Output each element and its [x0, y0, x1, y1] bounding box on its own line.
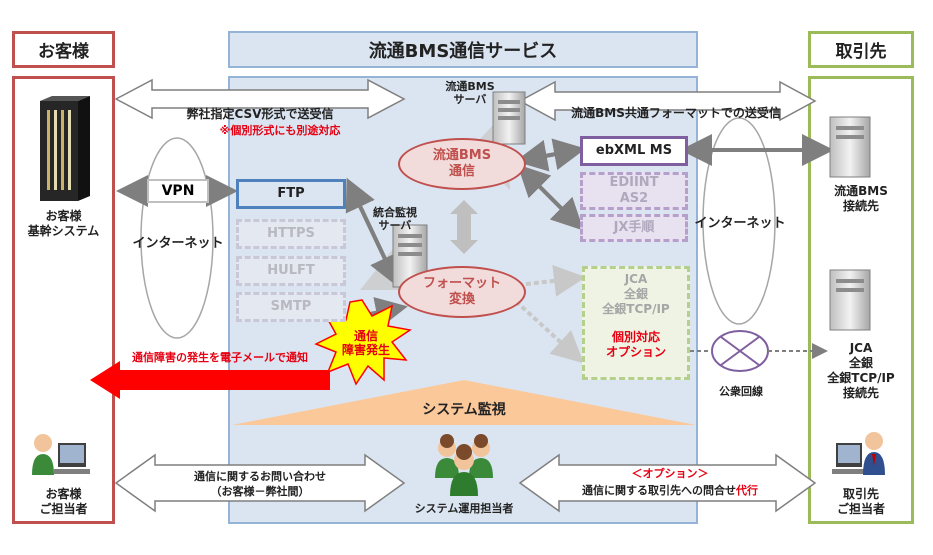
csv-exchange-label: 弊社指定CSV形式で送受信 [186, 107, 334, 121]
internet-cloud-right [702, 117, 776, 325]
individual-format-note: ※個別形式にも別途対応 [219, 124, 341, 137]
customer-header: お客様 [12, 31, 115, 68]
jca-option-box [582, 266, 690, 380]
mainframe-icon [40, 96, 90, 201]
hulft-protocol-box: HULFT [236, 256, 346, 286]
jx-protocol-box: JX手順 [580, 214, 688, 242]
internet-left-label: インターネット [132, 236, 224, 251]
partner-header: 取引先 [808, 31, 914, 68]
ftp-protocol-box: FTP [236, 179, 346, 209]
email-notice-label: 通信障害の発生を電子メールで通知 [132, 351, 308, 364]
format-conversion-ellipse: フォーマット変換 [398, 266, 526, 318]
operators-icon [435, 434, 493, 496]
system-monitor-label: システム監視 [422, 402, 506, 418]
csv-exchange-arrow [114, 78, 406, 120]
service-header: 流通BMS通信サービス [228, 31, 698, 68]
failure-label: 通信障害発生 [341, 329, 390, 357]
bms-format-exchange-arrow [518, 80, 817, 122]
inquiry-arrow-left [114, 453, 406, 513]
partner-person-label: 取引先ご担当者 [836, 487, 885, 516]
inquiry-right-label: 通信に関する取引先への問合せ代行 [582, 484, 758, 497]
smtp-protocol-box: SMTP [236, 292, 346, 322]
system-monitor-triangle [232, 380, 696, 425]
option-tag: ＜オプション＞ [631, 467, 709, 480]
inquiry-arrow-right [518, 453, 817, 513]
monitor-server-label: 統合監視サーバ [373, 206, 417, 232]
bms-server-icon [492, 91, 526, 145]
customer-person-icon [32, 434, 90, 475]
individual-option-label: 個別対応オプション [605, 330, 666, 359]
operators-label: システム運用担当者 [414, 502, 514, 515]
public-line-icon [711, 330, 769, 372]
public-line-label: 公衆回線 [719, 385, 763, 398]
customer-person-label: お客様ご担当者 [39, 487, 88, 516]
partner-person-icon [832, 432, 885, 475]
vpn-tag: VPN [147, 179, 209, 203]
email-notice-arrow [90, 361, 330, 399]
partner-jca-server-icon [829, 269, 871, 331]
internet-right-label: インターネット [694, 216, 786, 231]
ebxml-protocol-box: ebXML MS [580, 136, 688, 166]
bms-format-exchange-label: 流通BMS共通フォーマットでの送受信 [571, 106, 781, 120]
partner-bms-server-icon [829, 116, 871, 178]
inquiry-left-label: 通信に関するお問い合わせ（お客様－弊社間） [194, 470, 326, 498]
https-protocol-box: HTTPS [236, 219, 346, 249]
customer-system-label: お客様基幹システム [27, 209, 100, 238]
